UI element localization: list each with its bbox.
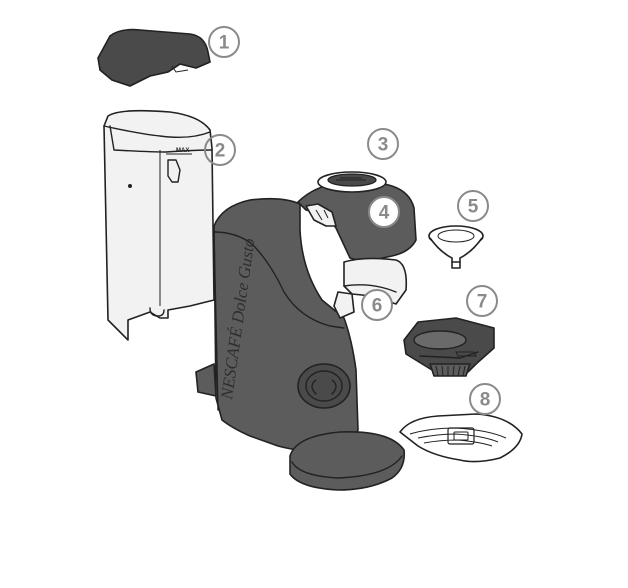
machine-head-lever	[297, 171, 417, 263]
drip-grid	[399, 413, 523, 463]
callout-4: 4	[368, 196, 400, 228]
max-fill-label: MAX	[176, 148, 189, 154]
filter-funnel	[428, 225, 484, 269]
callout-8-label: 8	[480, 390, 491, 411]
callout-2-label: 2	[215, 141, 226, 162]
capsule-holder-slot	[333, 257, 408, 319]
callout-7: 7	[466, 285, 498, 317]
water-tank-lid	[97, 28, 211, 87]
callout-5-label: 5	[468, 197, 479, 218]
machine-body: NESCAFÉ Dolce Gusto	[195, 197, 406, 491]
drip-base	[289, 431, 406, 491]
callout-2: 2	[204, 134, 236, 166]
callout-1-label: 1	[219, 33, 230, 54]
water-tank: MAX	[103, 109, 215, 341]
callout-1: 1	[208, 26, 240, 58]
callout-3-label: 3	[378, 135, 389, 156]
callout-7-label: 7	[477, 292, 488, 313]
callout-4-label: 4	[379, 203, 390, 224]
callout-5: 5	[457, 190, 489, 222]
callout-8: 8	[469, 383, 501, 415]
callout-6-label: 6	[372, 296, 383, 317]
callout-3: 3	[367, 128, 399, 160]
capsule-holder	[403, 317, 495, 377]
callout-6: 6	[361, 289, 393, 321]
